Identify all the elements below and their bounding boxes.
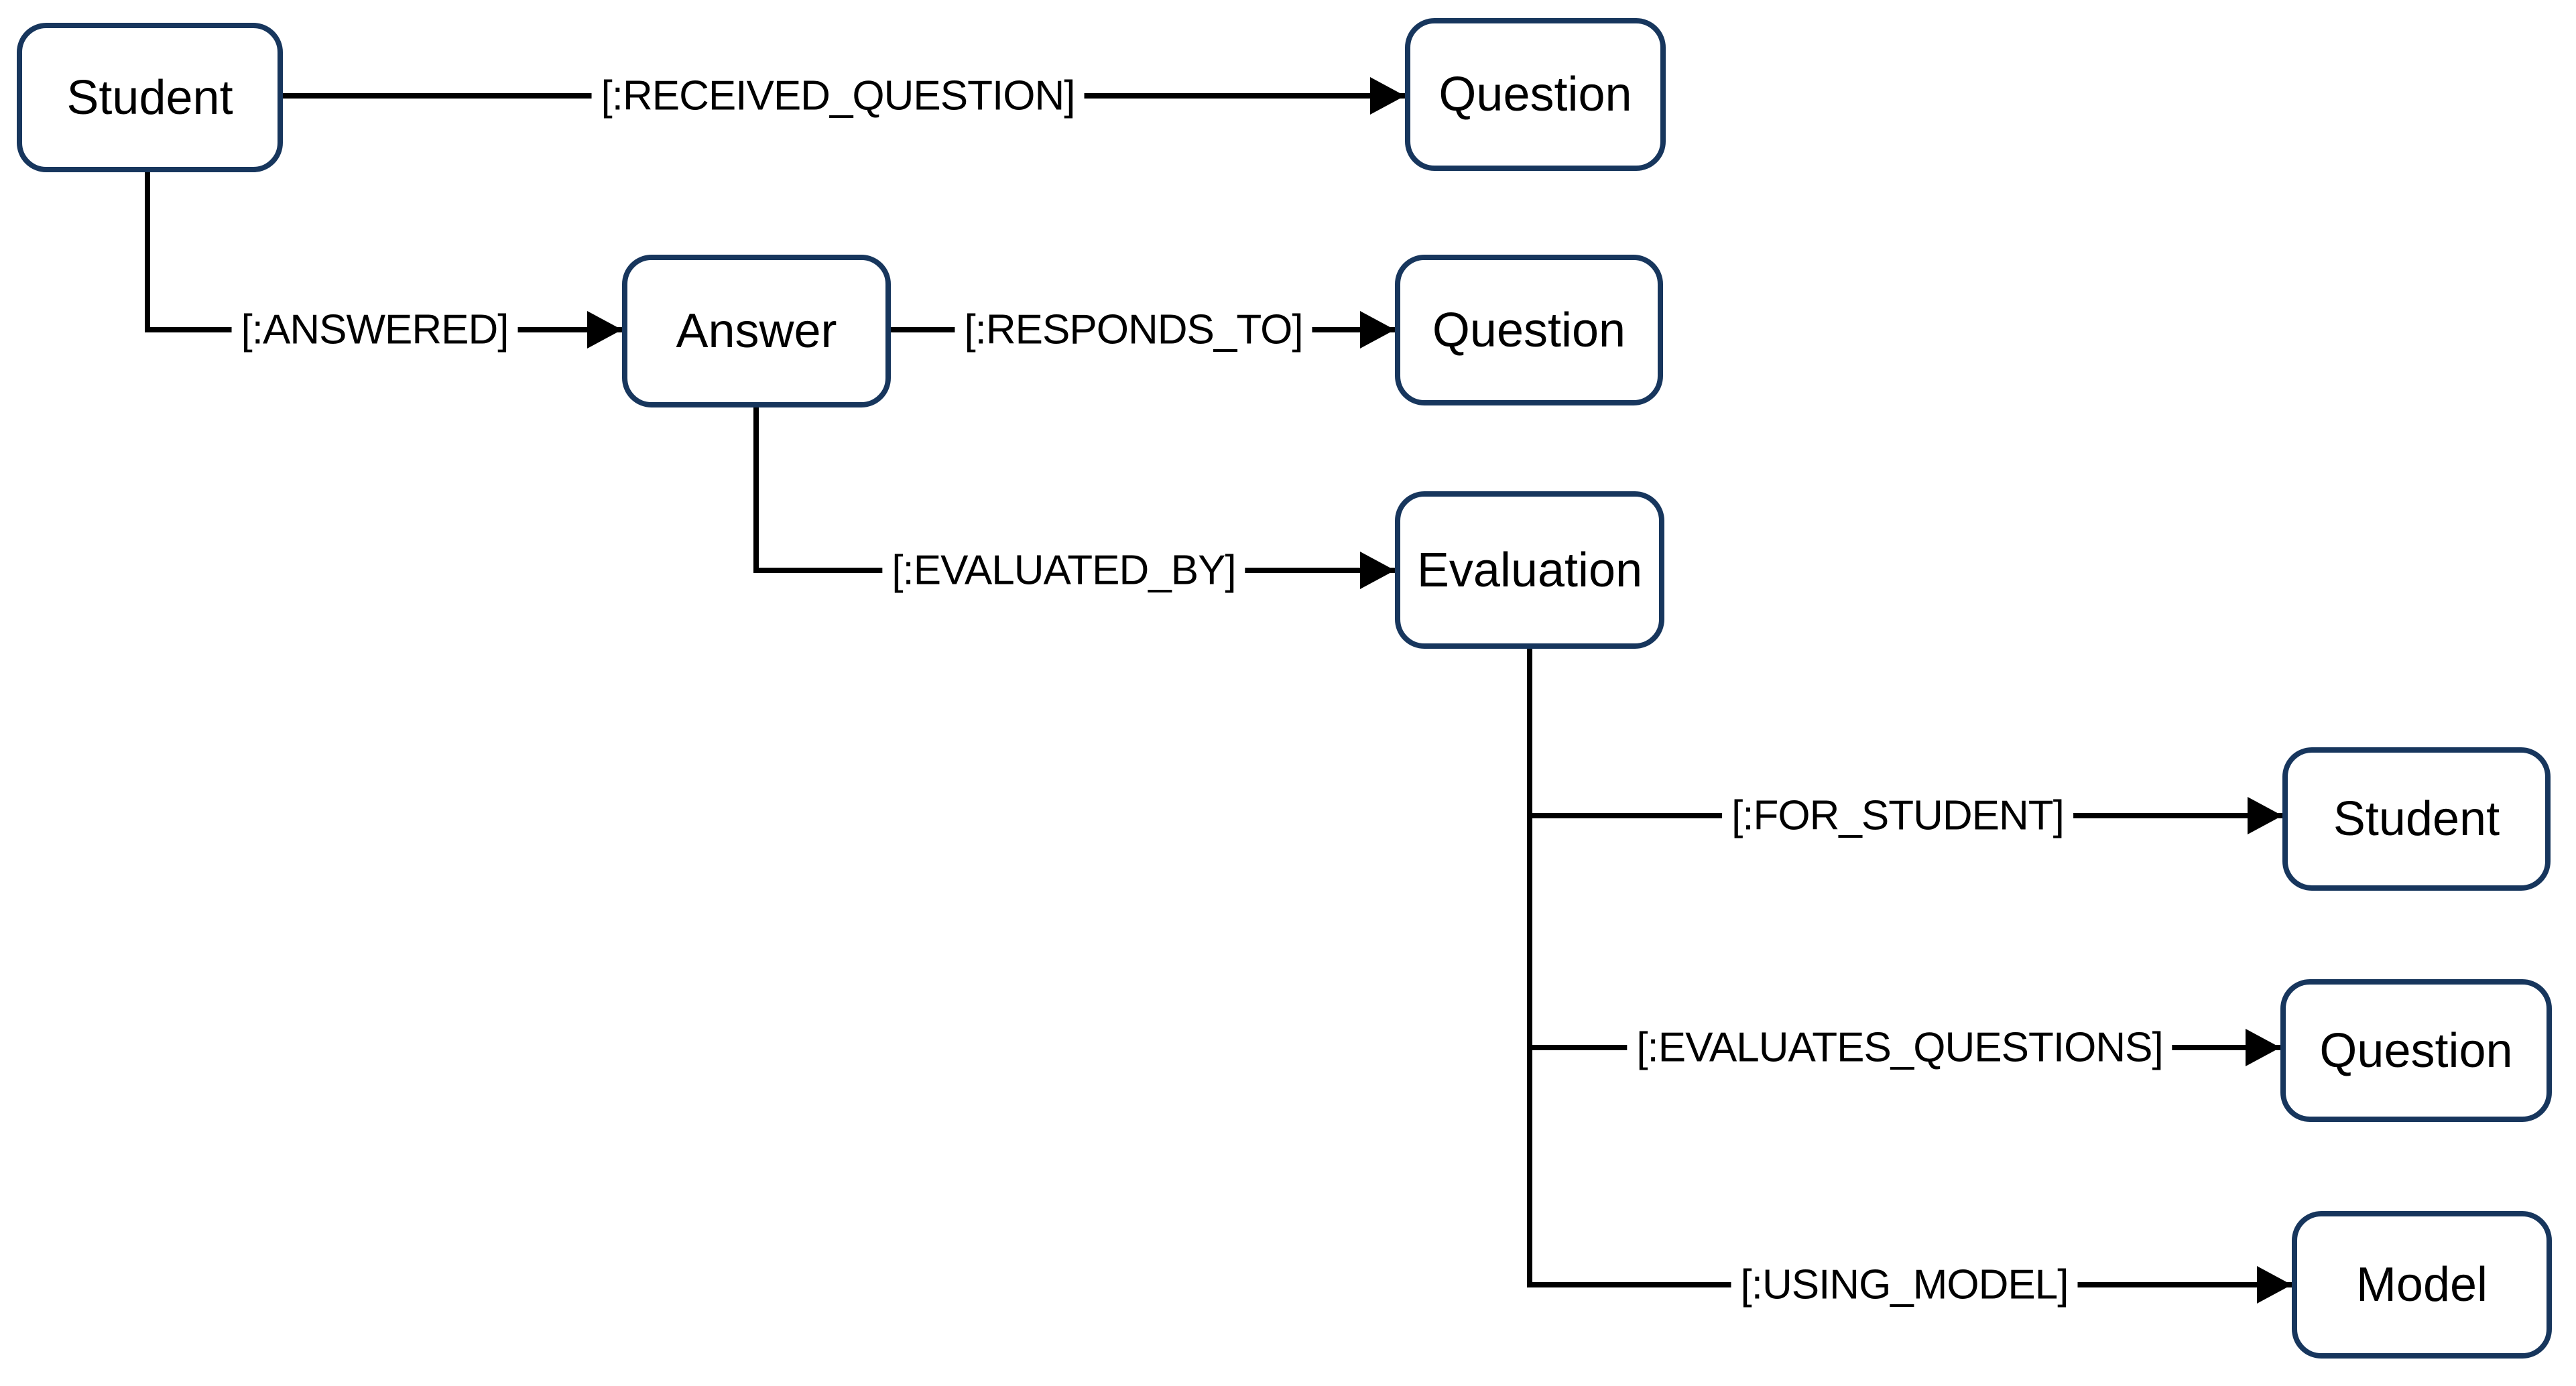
edge-line-evaluation-trunk bbox=[1527, 649, 1532, 1287]
relationship-label-for-student: [:FOR_STUDENT] bbox=[1722, 792, 2073, 840]
relationship-label-evaluated-by: [:EVALUATED_BY] bbox=[882, 546, 1245, 594]
node-question-3: Question bbox=[2280, 979, 2552, 1122]
edge-line-evaluated-by-vertical bbox=[753, 407, 759, 573]
arrowhead-right-icon bbox=[1360, 311, 1395, 349]
arrowhead-right-icon bbox=[2248, 797, 2282, 834]
relationship-label-evaluates-questions: [:EVALUATES_QUESTIONS] bbox=[1627, 1023, 2172, 1072]
arrowhead-right-icon bbox=[587, 311, 622, 349]
edge-line-answered-vertical bbox=[145, 172, 150, 332]
node-question-2: Question bbox=[1395, 255, 1663, 405]
node-question-1: Question bbox=[1405, 18, 1666, 171]
arrowhead-right-icon bbox=[2257, 1266, 2292, 1304]
relationship-label-using-model: [:USING_MODEL] bbox=[1731, 1261, 2078, 1309]
node-student-1: Student bbox=[17, 23, 283, 172]
arrowhead-right-icon bbox=[1370, 77, 1405, 115]
node-student-2: Student bbox=[2282, 747, 2551, 891]
relationship-label-received-question: [:RECEIVED_QUESTION] bbox=[591, 72, 1085, 120]
arrowhead-right-icon bbox=[1360, 552, 1395, 589]
node-model: Model bbox=[2292, 1211, 2552, 1359]
arrowhead-right-icon bbox=[2246, 1029, 2280, 1066]
relationship-label-answered: [:ANSWERED] bbox=[231, 306, 518, 354]
node-evaluation: Evaluation bbox=[1395, 491, 1664, 649]
relationship-label-responds-to: [:RESPONDS_TO] bbox=[955, 306, 1312, 354]
node-answer: Answer bbox=[622, 255, 891, 407]
